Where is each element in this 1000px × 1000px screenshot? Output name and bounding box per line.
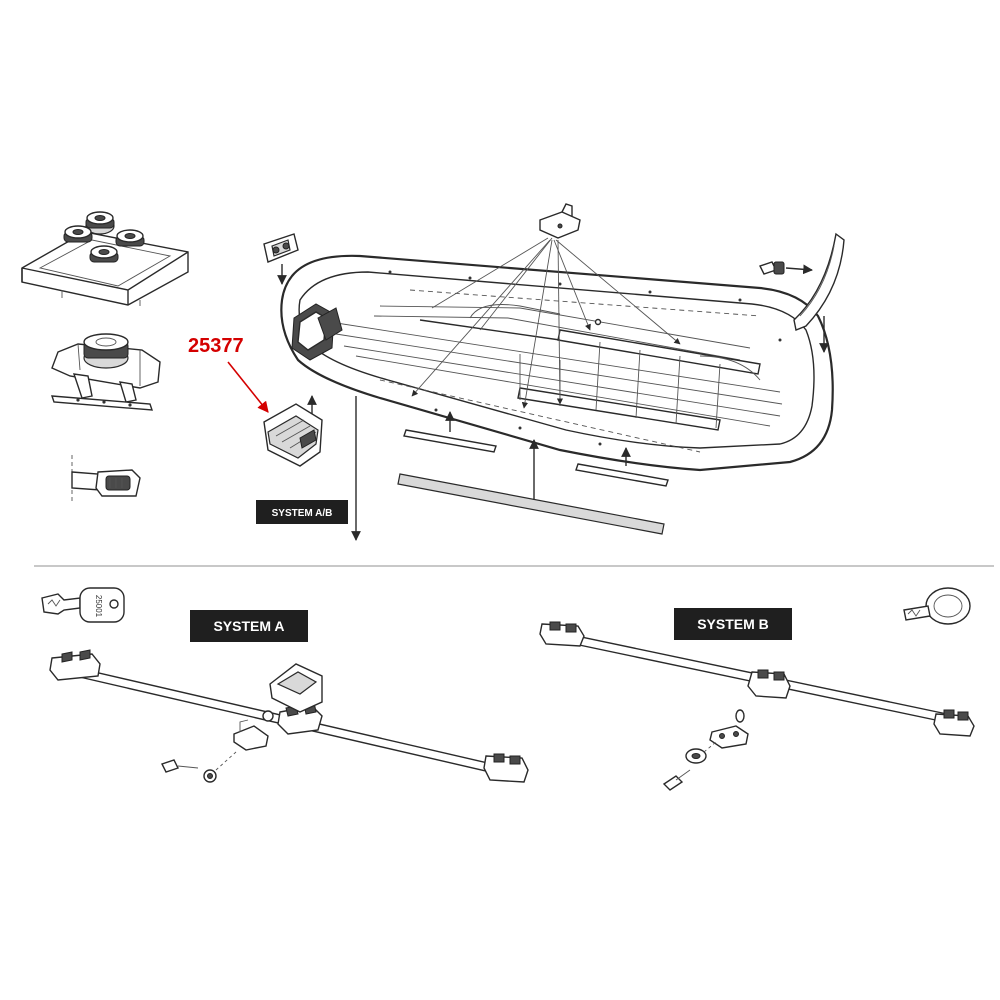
lid-strut bbox=[759, 232, 845, 353]
hinge-bracket bbox=[263, 233, 299, 285]
roof-box-icon bbox=[280, 254, 834, 472]
strap-buckle-icon bbox=[71, 455, 141, 502]
svg-text:SYSTEM A/B: SYSTEM A/B bbox=[272, 508, 333, 519]
system-b-label: SYSTEM B bbox=[674, 608, 792, 640]
system-ab-label: SYSTEM A/B bbox=[256, 500, 348, 524]
system-a-label: SYSTEM A bbox=[190, 610, 308, 642]
rubber-strips bbox=[397, 411, 669, 535]
part-number-callout: 25377 bbox=[188, 335, 244, 357]
top-bracket bbox=[411, 203, 681, 409]
lock-mechanism-icon bbox=[21, 211, 189, 306]
system-b-assembly bbox=[539, 621, 975, 791]
svg-text:SYSTEM A: SYSTEM A bbox=[213, 618, 284, 634]
key-b-icon bbox=[903, 587, 971, 625]
hinge-cover-part bbox=[263, 403, 323, 467]
lock-knob-icon bbox=[51, 333, 161, 411]
svg-text:25001: 25001 bbox=[94, 595, 103, 618]
callout-arrow bbox=[227, 361, 269, 413]
key-a-icon: 25001 bbox=[41, 587, 125, 623]
svg-text:SYSTEM B: SYSTEM B bbox=[697, 616, 769, 632]
system-a-assembly bbox=[49, 649, 529, 783]
